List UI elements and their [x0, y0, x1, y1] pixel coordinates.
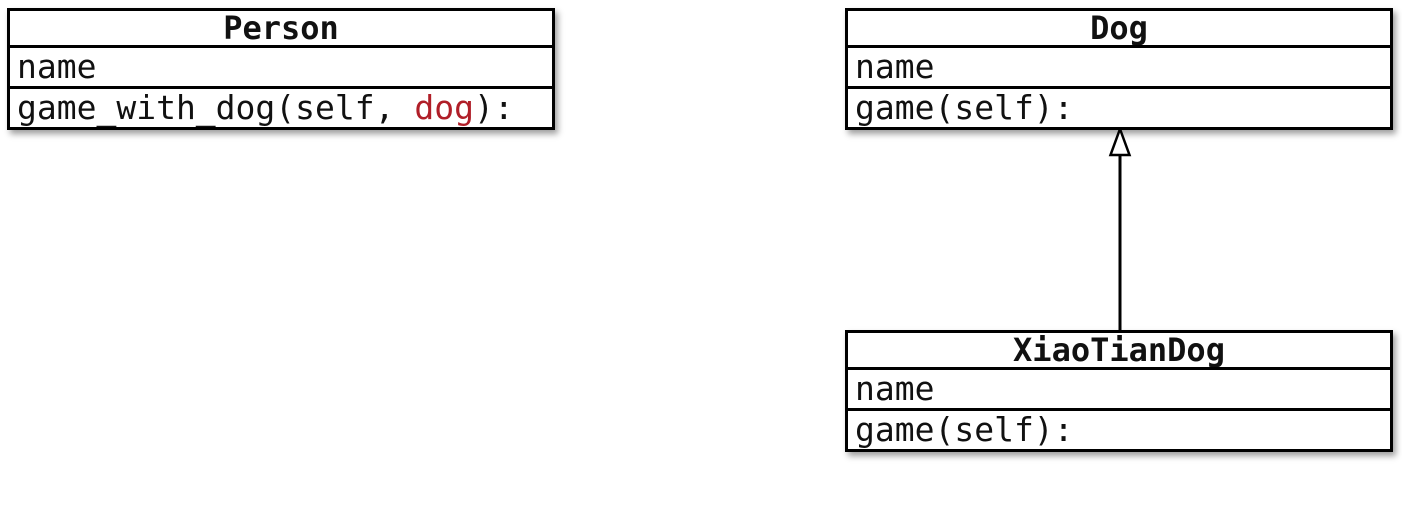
- method-suffix: ):: [473, 89, 514, 127]
- method-signature: game_with_dog(self, dog):: [17, 89, 514, 127]
- attribute-name: name: [855, 48, 935, 86]
- method-param-dog: dog: [414, 89, 474, 127]
- attribute-row-dog: name: [848, 48, 1390, 89]
- class-title-xiaotiandog: XiaoTianDog: [848, 333, 1390, 370]
- method-row-dog: game(self):: [848, 89, 1390, 127]
- attribute-name: name: [855, 370, 935, 408]
- method-signature: game(self):: [855, 89, 1074, 127]
- class-box-person: Person name game_with_dog(self, dog):: [7, 8, 555, 130]
- attribute-row-person: name: [10, 48, 552, 89]
- method-prefix: game_with_dog(self,: [17, 89, 415, 127]
- inheritance-arrow: [1108, 128, 1132, 330]
- method-row-person: game_with_dog(self, dog):: [10, 89, 552, 127]
- method-row-xiaotiandog: game(self):: [848, 411, 1390, 449]
- class-box-dog: Dog name game(self):: [845, 8, 1393, 130]
- attribute-name: name: [17, 48, 97, 86]
- inheritance-arrowhead-icon: [1108, 128, 1132, 157]
- method-signature: game(self):: [855, 411, 1074, 449]
- class-title-dog: Dog: [848, 11, 1390, 48]
- class-title-person: Person: [10, 11, 552, 48]
- attribute-row-xiaotiandog: name: [848, 370, 1390, 411]
- class-box-xiaotiandog: XiaoTianDog name game(self):: [845, 330, 1393, 452]
